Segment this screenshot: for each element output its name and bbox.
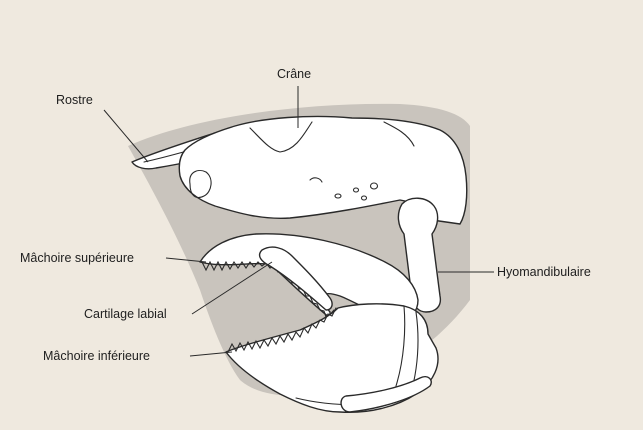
hyomandibulaire-label: Hyomandibulaire: [497, 265, 591, 279]
rostre-leader-line: [104, 110, 148, 162]
machoire-superieure-label: Mâchoire supérieure: [20, 251, 134, 265]
rostre-label: Rostre: [56, 93, 93, 107]
crane-label: Crâne: [277, 67, 311, 81]
cartilage-labial-label: Cartilage labial: [84, 307, 167, 321]
machoire-inferieure-label: Mâchoire inférieure: [43, 349, 150, 363]
